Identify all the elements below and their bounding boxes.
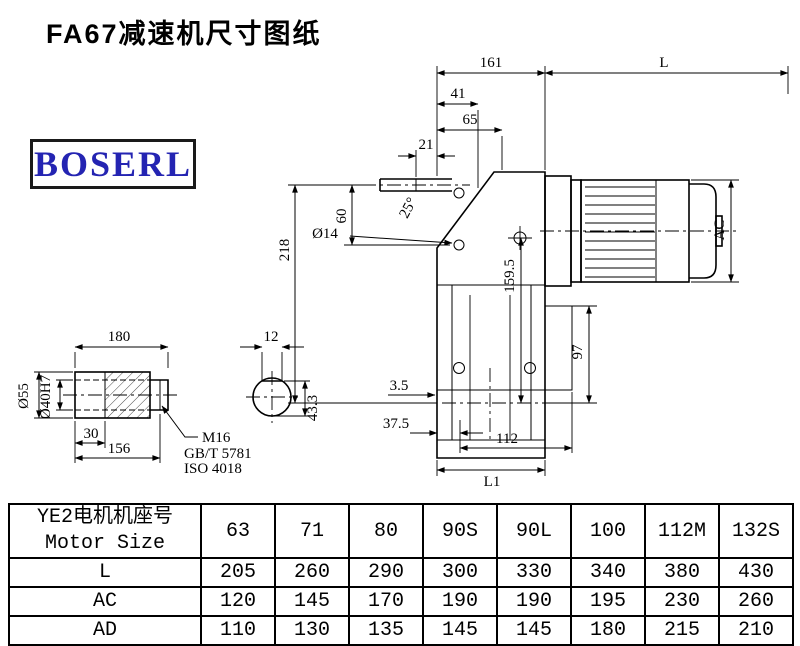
dim-angle-25: 25° <box>396 195 420 221</box>
dim-L: L <box>659 55 668 71</box>
dim-97: 97 <box>570 344 586 360</box>
table-row-AD: AD 110 130 135 145 145 180 215 210 <box>8 615 794 646</box>
shaft-detail <box>74 371 169 419</box>
motor-size-header-cn: YE2电机机座号 <box>36 506 173 529</box>
cell: 205 <box>200 557 276 588</box>
cell: 110 <box>200 615 276 646</box>
row-label-AC: AC <box>8 586 202 617</box>
dim-156: 156 <box>108 441 131 457</box>
cell: 145 <box>422 615 498 646</box>
table-row-AC: AC 120 145 170 190 190 195 230 260 <box>8 586 794 617</box>
cell: 145 <box>274 586 350 617</box>
centerlines <box>63 184 736 442</box>
cell: 260 <box>274 557 350 588</box>
dim-112: 112 <box>496 431 518 447</box>
table-header-row: YE2电机机座号 Motor Size 63 71 80 90S 90L 100… <box>8 503 794 559</box>
bolt-hole-icon <box>453 187 465 199</box>
cell: 190 <box>422 586 498 617</box>
bolt-hole-icon <box>453 362 465 374</box>
cell: 130 <box>274 615 350 646</box>
boserl-logo: BOSERL <box>30 139 196 189</box>
cell: 135 <box>348 615 424 646</box>
dim-3-5: 3.5 <box>390 378 409 394</box>
dim-30: 30 <box>84 426 99 442</box>
cell: 300 <box>422 557 498 588</box>
dim-21: 21 <box>419 137 434 153</box>
cell: 380 <box>644 557 720 588</box>
cell: 340 <box>570 557 646 588</box>
label-m16: M16 <box>202 430 231 446</box>
dim-dia40h7: Ø40H7 <box>38 374 54 419</box>
cell: 330 <box>496 557 572 588</box>
dim-dia14: Ø14 <box>312 226 338 242</box>
bolt-hole-icon <box>453 239 465 251</box>
col-header-100: 100 <box>570 503 646 559</box>
col-header-90l: 90L <box>496 503 572 559</box>
motor-size-header-en: Motor Size <box>44 532 166 555</box>
dimension-labels: 161 L 41 65 21 60 218 Ø14 25° 159.5 AC 9… <box>16 55 728 490</box>
col-header-71: 71 <box>274 503 350 559</box>
dim-43-3: 43.3 <box>305 395 321 421</box>
page-title: FA67减速机尺寸图纸 <box>46 19 322 49</box>
dim-dia55: Ø55 <box>16 383 32 409</box>
bolt-hole-icon <box>524 362 536 374</box>
cell: 190 <box>496 586 572 617</box>
extension-lines <box>34 66 789 476</box>
col-header-112m: 112M <box>644 503 720 559</box>
label-iso4018: ISO 4018 <box>184 461 242 477</box>
row-label-L: L <box>8 557 202 588</box>
motor-size-table: YE2电机机座号 Motor Size 63 71 80 90S 90L 100… <box>8 503 794 646</box>
cell: 195 <box>570 586 646 617</box>
dim-37-5: 37.5 <box>383 416 409 432</box>
dimension-lines <box>36 70 789 473</box>
cell: 215 <box>644 615 720 646</box>
cell: 180 <box>570 615 646 646</box>
dimension-drawing: 161 L 41 65 21 60 218 Ø14 25° 159.5 AC 9… <box>16 55 789 490</box>
dim-L1: L1 <box>484 474 501 490</box>
col-header-80: 80 <box>348 503 424 559</box>
row-label-AD: AD <box>8 615 202 646</box>
cell: 260 <box>718 586 794 617</box>
cell: 120 <box>200 586 276 617</box>
dim-12: 12 <box>264 329 279 345</box>
cell: 170 <box>348 586 424 617</box>
bore-section-detail <box>252 377 292 417</box>
dim-65: 65 <box>463 112 478 128</box>
dim-159-5: 159.5 <box>502 259 518 293</box>
cell: 230 <box>644 586 720 617</box>
col-header-90s: 90S <box>422 503 498 559</box>
motor-size-header: YE2电机机座号 Motor Size <box>8 503 202 559</box>
col-header-132s: 132S <box>718 503 794 559</box>
cell: 430 <box>718 557 794 588</box>
cell: 210 <box>718 615 794 646</box>
dim-AC: AC <box>712 220 728 241</box>
col-header-63: 63 <box>200 503 276 559</box>
dim-41: 41 <box>451 86 466 102</box>
label-gbt5781: GB/T 5781 <box>184 446 252 462</box>
knurl-hatch <box>105 372 150 418</box>
dim-60: 60 <box>334 209 350 224</box>
cell: 145 <box>496 615 572 646</box>
cell: 290 <box>348 557 424 588</box>
dim-161: 161 <box>480 55 503 71</box>
boserl-logo-text: BOSERL <box>33 144 193 184</box>
dim-218: 218 <box>277 239 293 262</box>
table-row-L: L 205 260 290 300 330 340 380 430 <box>8 557 794 588</box>
dim-180: 180 <box>108 329 131 345</box>
